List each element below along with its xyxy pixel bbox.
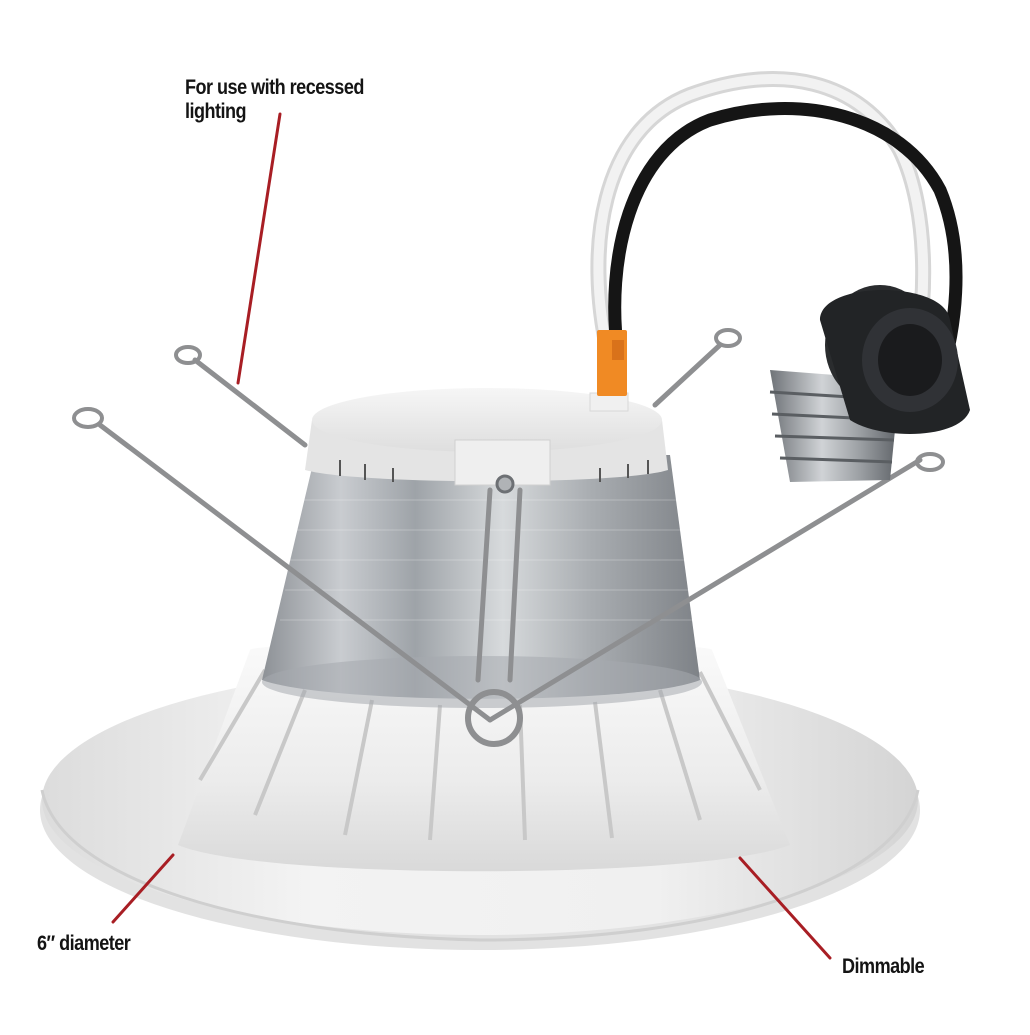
callout-recessed-lighting: For use with recessed lighting (185, 76, 364, 124)
power-wires (590, 71, 963, 417)
callout-recessed-line2: lighting (185, 100, 247, 123)
callout-line-recessed (236, 112, 282, 385)
callout-recessed-line1: For use with recessed (185, 76, 364, 99)
callout-lines (111, 112, 832, 960)
callout-line-dimmable (738, 856, 832, 960)
callout-dimmable: Dimmable (842, 955, 925, 978)
wire-connector (589, 330, 629, 412)
callout-diameter: 6″ diameter (37, 932, 131, 955)
mounting-springs (72, 328, 945, 747)
e26-socket-adapter (769, 285, 970, 482)
callout-line-diameter (111, 853, 175, 924)
aluminum-housing (262, 455, 702, 708)
